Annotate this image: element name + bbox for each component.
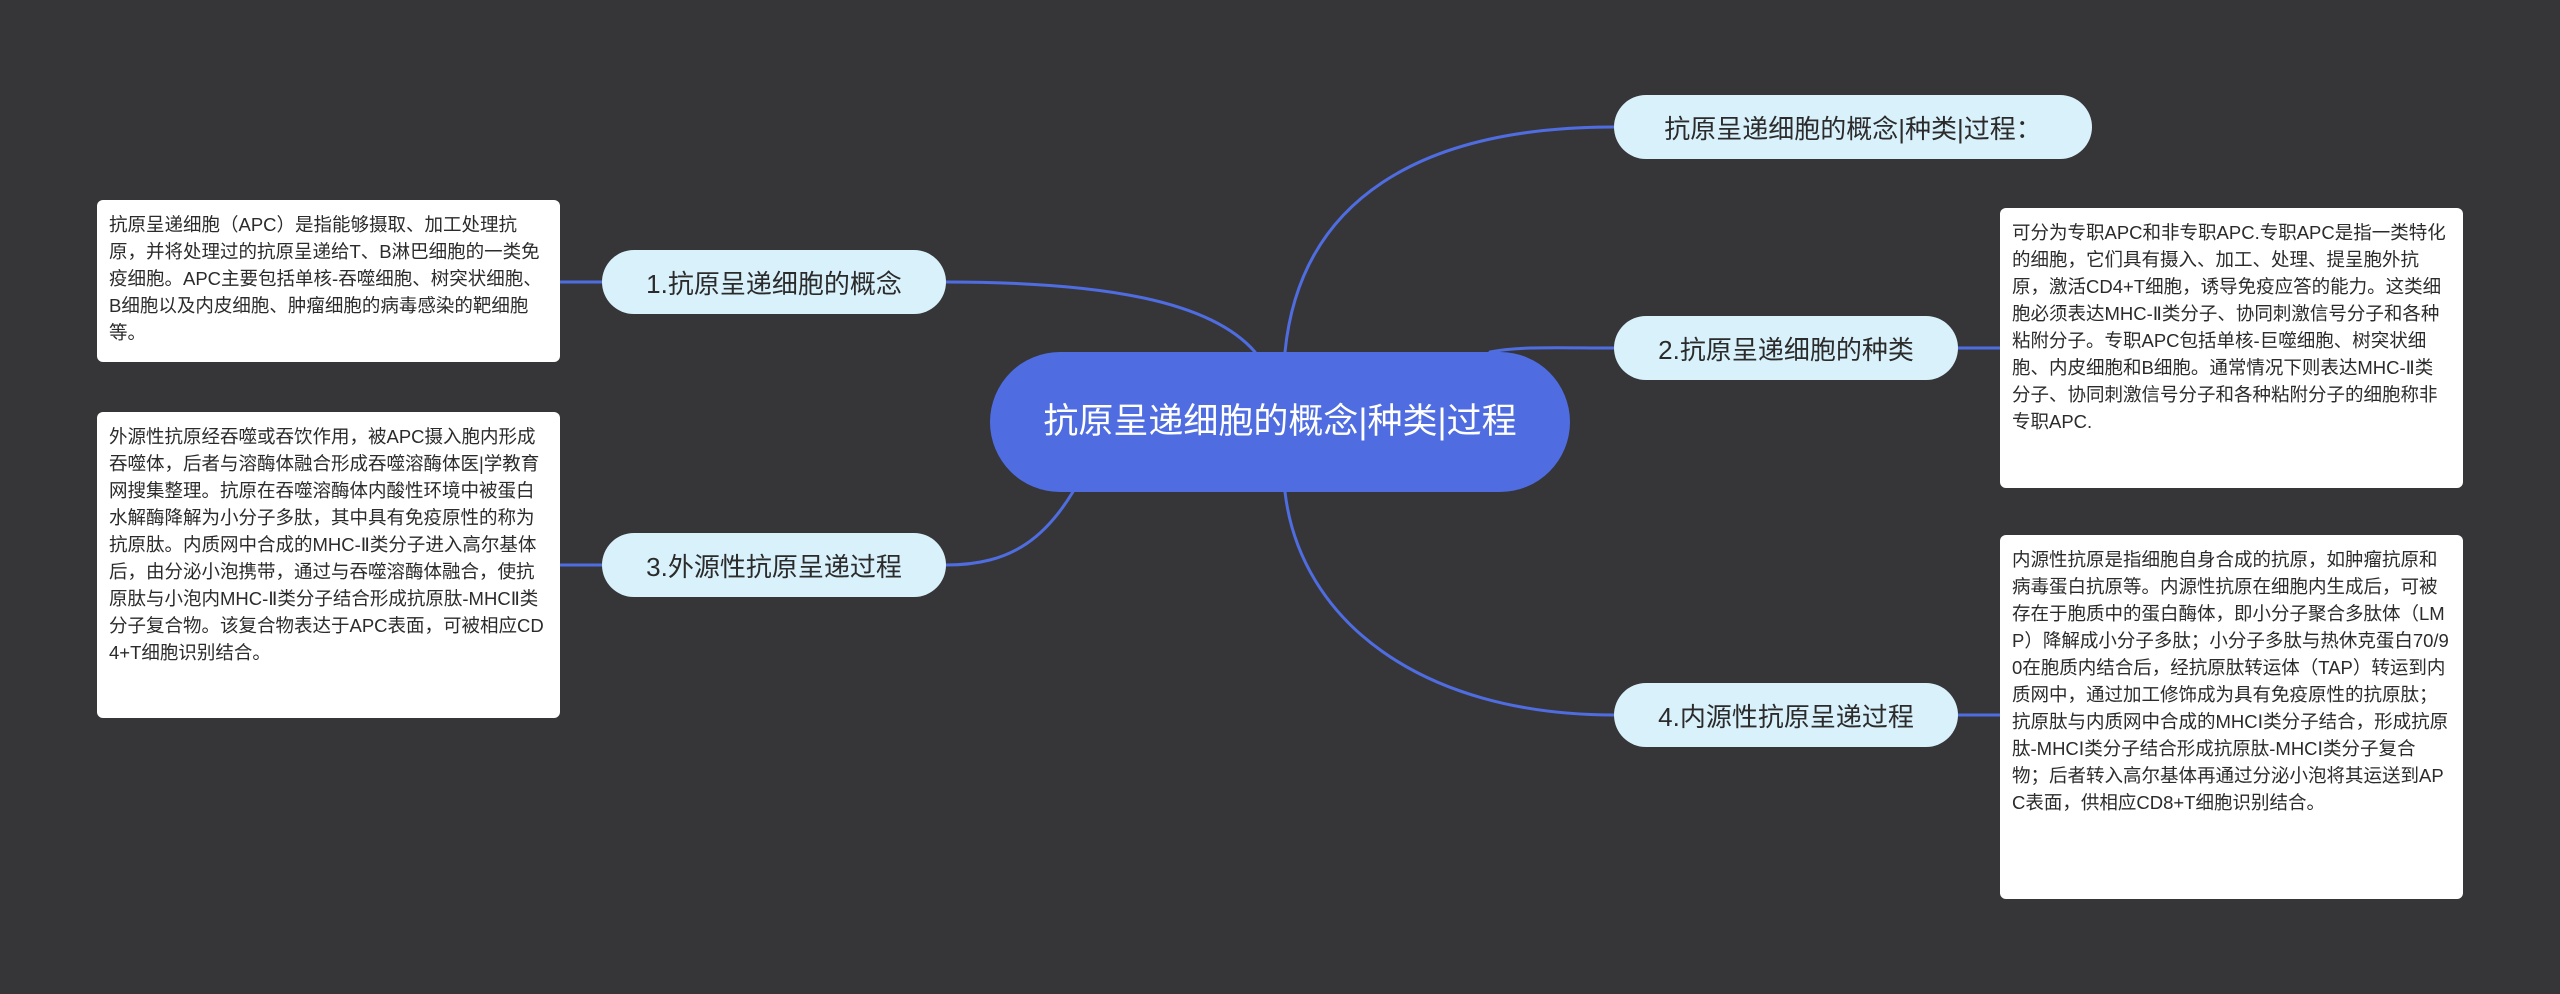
- connector-root-t0: [1283, 125, 1616, 354]
- connector-root-t2: [1488, 346, 1616, 354]
- note-exogenous-presentation: 外源性抗原经吞噬或吞饮作用，被APC摄入胞内形成吞噬体，后者与溶酶体融合形成吞噬…: [97, 412, 560, 718]
- topic-apc-concept-label: 1.抗原呈递细胞的概念: [646, 268, 902, 299]
- topic-summary-label: 抗原呈递细胞的概念|种类|过程：: [1664, 113, 2042, 144]
- note-endogenous-presentation-text: 内源性抗原是指细胞自身合成的抗原，如肿瘤抗原和病毒蛋白抗原等。内源性抗原在细胞内…: [2012, 549, 2449, 813]
- note-apc-concept-text: 抗原呈递细胞（APC）是指能够摄取、加工处理抗原，并将处理过的抗原呈递给T、B淋…: [109, 214, 542, 343]
- topic-endogenous-presentation-label: 4.内源性抗原呈递过程: [1658, 701, 1914, 732]
- note-exogenous-presentation-text: 外源性抗原经吞噬或吞饮作用，被APC摄入胞内形成吞噬体，后者与溶酶体融合形成吞噬…: [109, 426, 544, 663]
- central-topic-label: 抗原呈递细胞的概念|种类|过程: [1043, 402, 1517, 441]
- topic-exogenous-presentation-label: 3.外源性抗原呈递过程: [646, 551, 902, 582]
- note-endogenous-presentation: 内源性抗原是指细胞自身合成的抗原，如肿瘤抗原和病毒蛋白抗原等。内源性抗原在细胞内…: [2000, 535, 2463, 899]
- note-apc-types: 可分为专职APC和非专职APC.专职APC是指一类特化的细胞，它们具有摄入、加工…: [2000, 208, 2463, 488]
- topic-summary[interactable]: 抗原呈递细胞的概念|种类|过程：: [1614, 95, 2092, 159]
- topic-exogenous-presentation[interactable]: 3.外源性抗原呈递过程: [602, 533, 946, 597]
- connector-root-t4: [1283, 490, 1616, 717]
- topic-apc-types-label: 2.抗原呈递细胞的种类: [1658, 334, 1914, 365]
- connector-root-t1: [944, 280, 1257, 354]
- topic-apc-concept[interactable]: 1.抗原呈递细胞的概念: [602, 250, 946, 314]
- connector-root-t3: [944, 468, 1087, 567]
- central-topic[interactable]: 抗原呈递细胞的概念|种类|过程: [990, 352, 1570, 492]
- topic-apc-types[interactable]: 2.抗原呈递细胞的种类: [1614, 316, 1958, 380]
- note-apc-concept: 抗原呈递细胞（APC）是指能够摄取、加工处理抗原，并将处理过的抗原呈递给T、B淋…: [97, 200, 560, 362]
- note-apc-types-text: 可分为专职APC和非专职APC.专职APC是指一类特化的细胞，它们具有摄入、加工…: [2012, 222, 2446, 432]
- topic-endogenous-presentation[interactable]: 4.内源性抗原呈递过程: [1614, 683, 1958, 747]
